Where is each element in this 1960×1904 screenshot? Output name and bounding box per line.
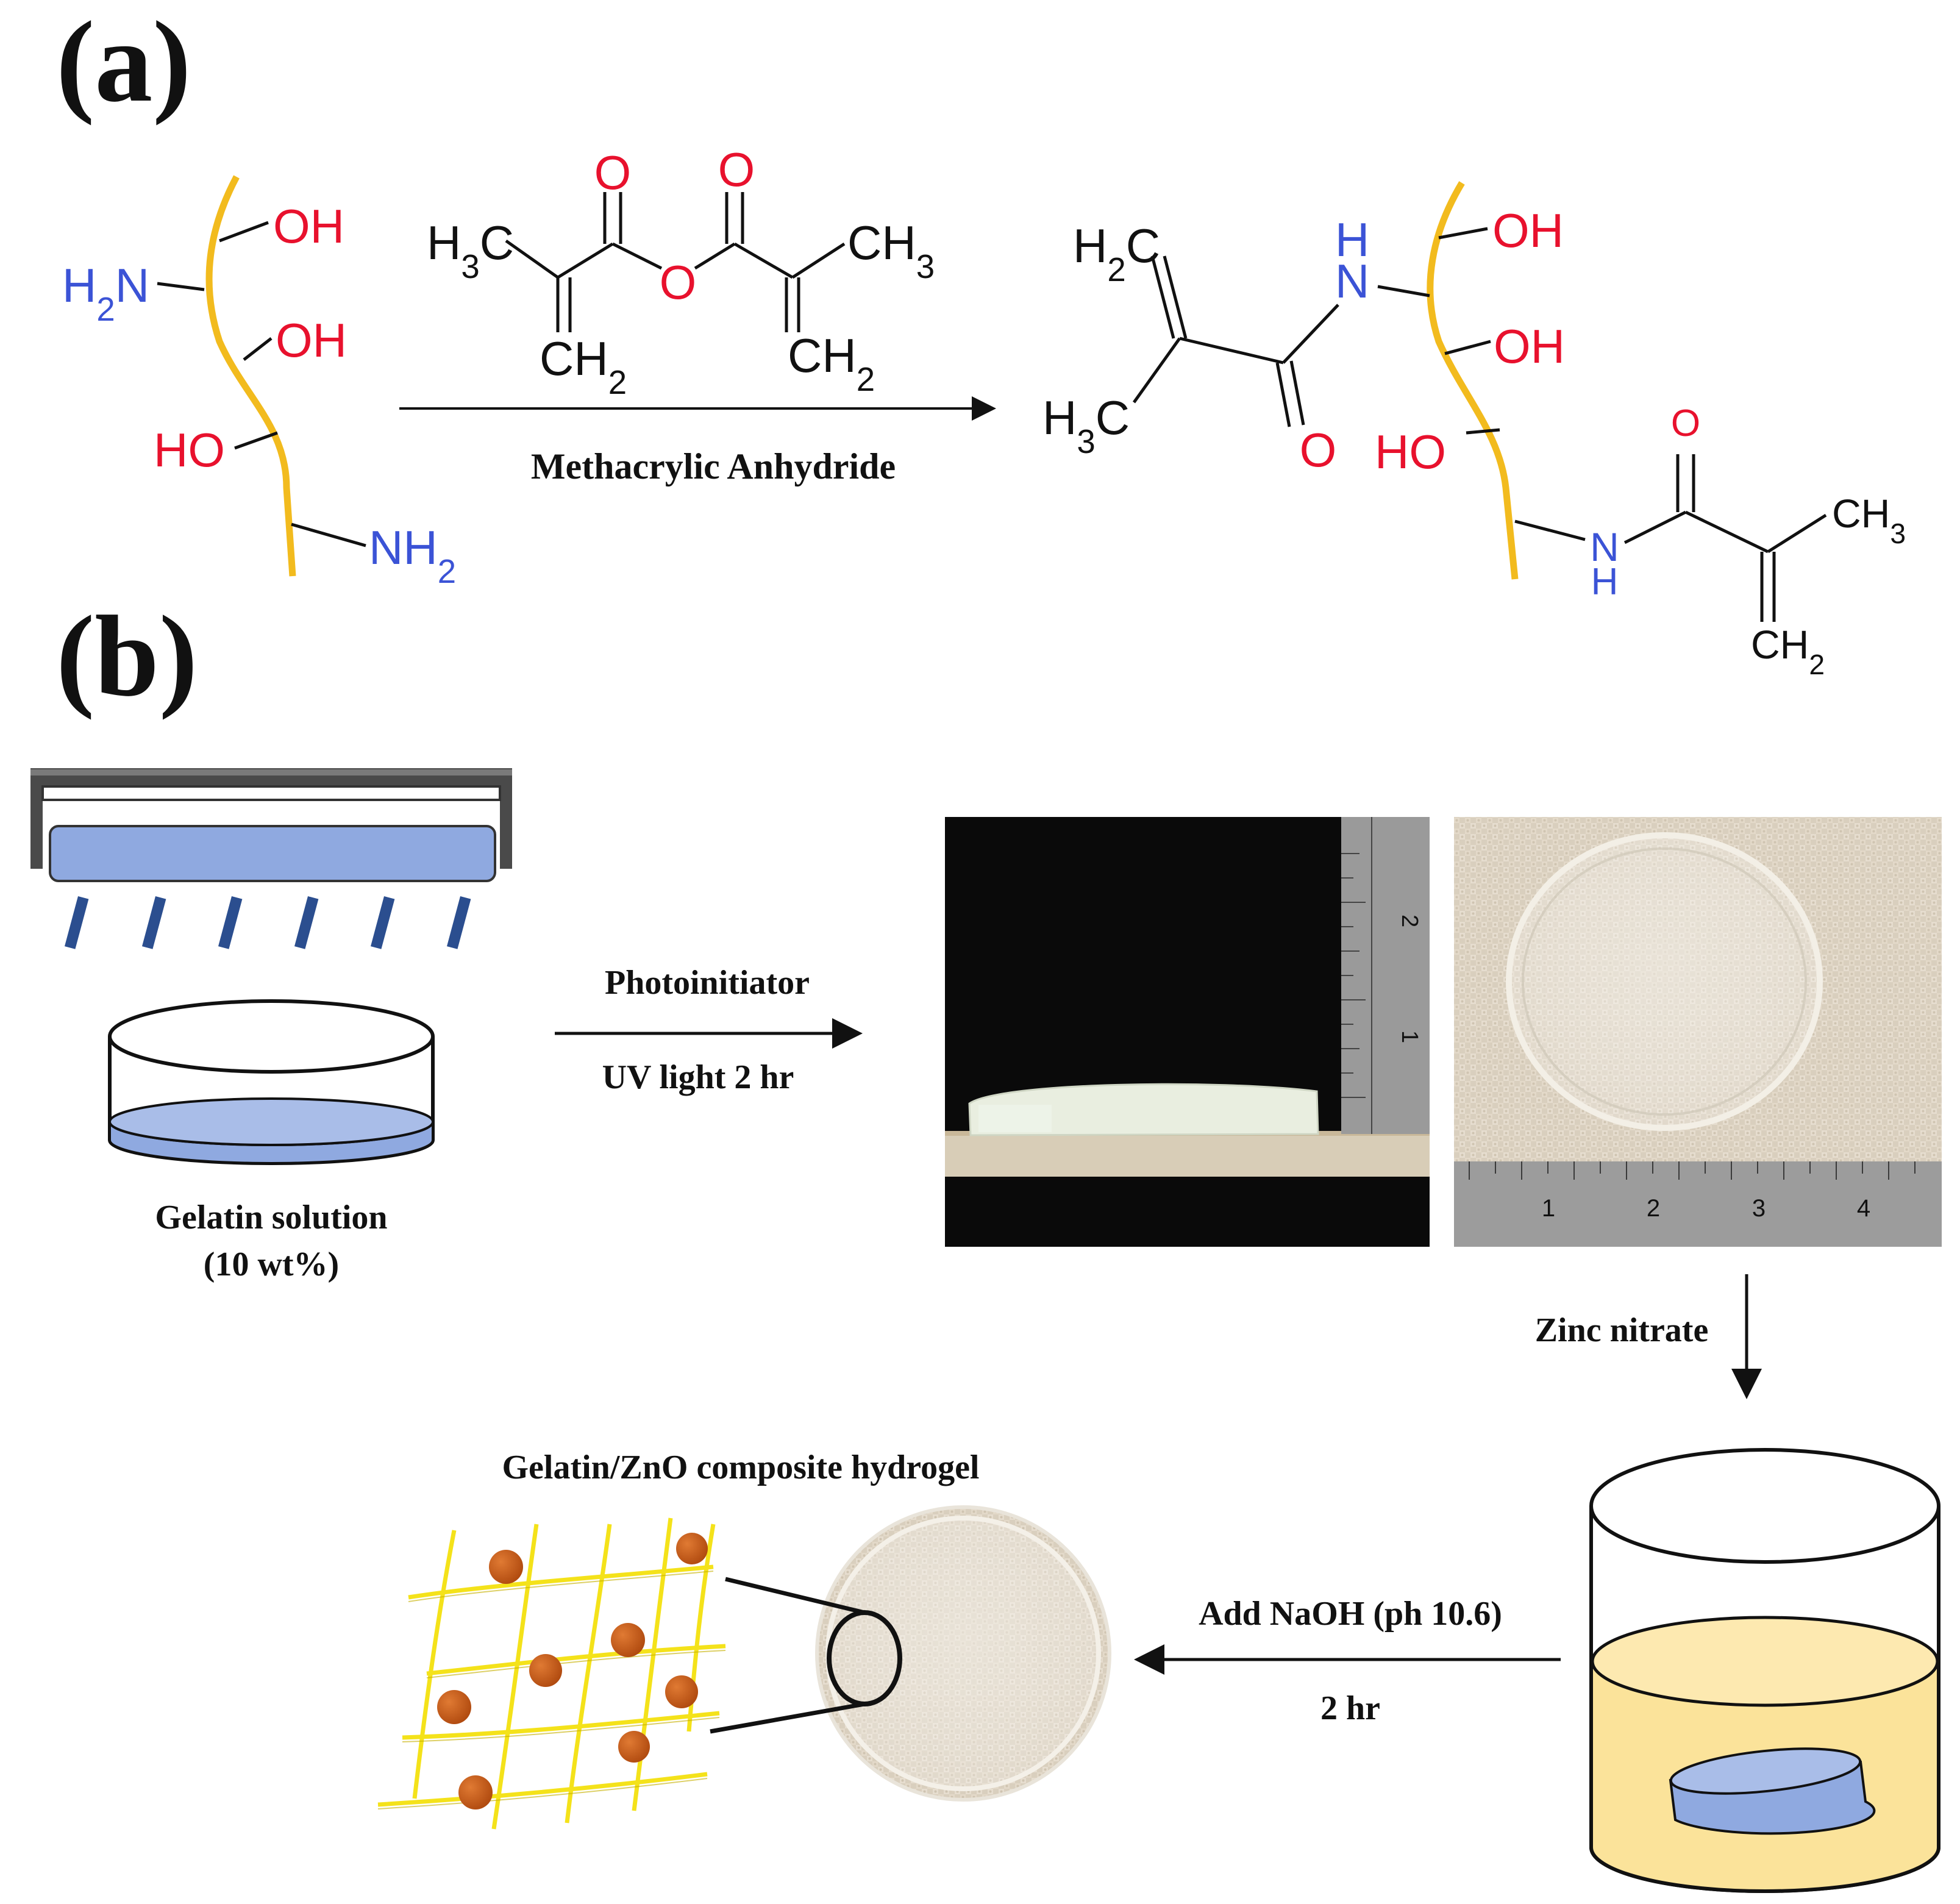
product-nh-n: N [1335, 254, 1369, 308]
methacrylic-anhydride-structure [505, 192, 846, 332]
anhydride-ch2-left: CH2 [540, 332, 627, 401]
anhydride-h3c: H3C [427, 216, 514, 285]
vertical-ruler-mark-1: 1 [1397, 1030, 1422, 1043]
zno-particles [437, 1533, 708, 1810]
product-ch2: CH2 [1751, 622, 1825, 680]
gelatin-concentration-label: (10 wt%) [204, 1246, 339, 1283]
submerged-gel-disc [1669, 1747, 1876, 1835]
product-ho: HO [1375, 425, 1446, 479]
product-o-left: O [1300, 423, 1337, 477]
horizontal-ruler-mark-3: 3 [1752, 1195, 1766, 1222]
anhydride-o-bridge: O [660, 255, 697, 309]
reaction-time-label: 2 hr [1320, 1689, 1380, 1727]
product-ch3: CH3 [1832, 491, 1906, 549]
reactant-oh-1: OH [273, 199, 344, 253]
gelma-chain [1427, 181, 1519, 580]
zno-mesh-illustration [377, 1517, 726, 1830]
zinc-nitrate-label: Zinc nitrate [1535, 1311, 1709, 1349]
anhydride-o-top-right: O [718, 143, 755, 196]
composite-hydrogel-photo [710, 1505, 1111, 1802]
product-o-right: O [1671, 402, 1700, 444]
hydrogel-side-photo: 2 1 [945, 817, 1430, 1247]
zno-particle [489, 1550, 523, 1584]
panel-b-label: (b) [56, 593, 198, 721]
gelatin-reactant: OH H2N OH HO NH2 [62, 175, 456, 590]
uv-light-label: UV light 2 hr [602, 1058, 794, 1096]
horizontal-ruler-mark-1: 1 [1542, 1195, 1555, 1222]
product-oh-1: OH [1492, 204, 1564, 257]
anhydride-ch3: CH3 [847, 216, 935, 285]
horizontal-ruler-mark-4: 4 [1857, 1195, 1870, 1222]
reactant-h2n: H2N [62, 259, 149, 328]
zno-particle [458, 1775, 493, 1810]
reactant-oh-2: OH [276, 313, 347, 367]
anhydride-o-top-left: O [594, 146, 632, 199]
product-nh-h: H [1335, 213, 1369, 266]
petri-dish [108, 999, 435, 1165]
product-nh-n-2: N [1590, 524, 1619, 569]
mesh-fibers [377, 1517, 726, 1830]
uv-rays [65, 896, 471, 949]
vertical-ruler-mark-2: 2 [1397, 915, 1422, 927]
horizontal-ruler [1454, 1161, 1942, 1247]
zno-particle [618, 1731, 650, 1763]
product-h3c: H3C [1042, 391, 1130, 460]
reactant-nh2: NH2 [369, 521, 456, 590]
zno-particle [676, 1533, 708, 1564]
panel-a-label: (a) [56, 0, 191, 126]
reactant-ho: HO [154, 423, 225, 477]
add-naoh-label: Add NaOH (ph 10.6) [1199, 1595, 1502, 1633]
zno-particle [529, 1654, 562, 1687]
horizontal-ruler-mark-2: 2 [1647, 1195, 1660, 1222]
hydrogel-disc-top [1506, 832, 1823, 1131]
vertical-ruler [1341, 817, 1430, 1134]
reagent-label: Methacrylic Anhydride [531, 446, 896, 487]
uv-tube [49, 825, 496, 882]
zinc-beaker [1589, 1448, 1940, 1893]
product-nh-h-2: H [1591, 561, 1619, 603]
photoinitiator-label: Photoinitiator [605, 964, 810, 1002]
anhydride-ch2-right: CH2 [788, 329, 875, 398]
zno-particle [665, 1675, 698, 1708]
hydrogel-disc-side [968, 1083, 1319, 1136]
gelatin-chain [205, 175, 296, 577]
zno-particle [437, 1690, 471, 1724]
hydrogel-top-photo: 1 2 3 4 [1454, 817, 1942, 1247]
uv-lamp [30, 768, 512, 949]
gelma-product: H2C H3C O H N OH OH HO O CH3 N H CH2 [1042, 181, 1906, 680]
zno-particle [611, 1623, 645, 1657]
gelatin-solution-label: Gelatin solution [155, 1199, 387, 1236]
product-oh-2: OH [1494, 319, 1565, 373]
product-h2c: H2C [1073, 219, 1160, 288]
composite-hydrogel-label: Gelatin/ZnO composite hydrogel [502, 1449, 980, 1486]
